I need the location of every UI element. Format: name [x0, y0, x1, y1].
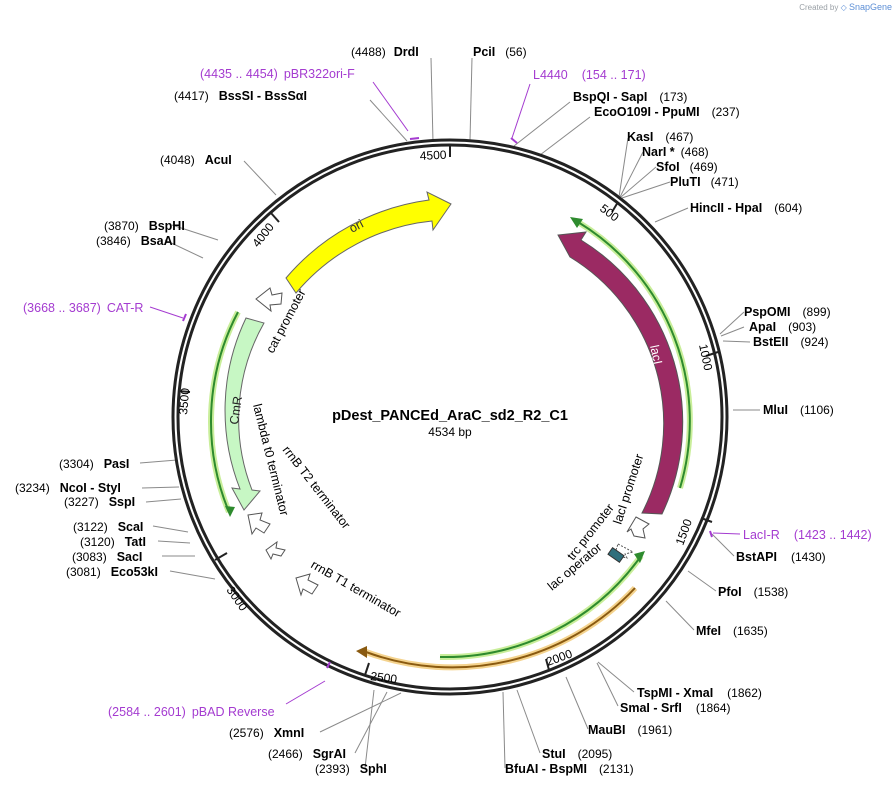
enzyme-site: (3081)Eco53kI: [66, 565, 158, 579]
orf-laci-arrowhead: [570, 217, 583, 228]
enzyme-site: (3234)NcoI - StyI: [15, 481, 121, 495]
enzyme-site: EcoO109I - PpuMI(237): [594, 105, 740, 119]
credit-prefix: Created by: [799, 3, 839, 12]
orf-lower-arrowhead: [634, 551, 645, 563]
credit-watermark: Created by ◇ SnapGene: [799, 2, 892, 12]
enzyme-site: (3122)ScaI: [73, 520, 143, 534]
enzyme-site: PluTI(471): [670, 175, 739, 189]
feature-label-ori: ori: [347, 217, 366, 236]
primer-mark-catr: [182, 313, 187, 322]
leader-lines: [139, 57, 760, 769]
snapgene-logo-icon: ◇: [840, 3, 847, 12]
feature-labels: cat promoter lambda t0 terminator rrnB T…: [250, 287, 646, 620]
primer-site: (3668 .. 3687)CAT-R: [23, 301, 143, 315]
tick-label: 2500: [370, 669, 399, 686]
credit-brand: SnapGene: [848, 2, 892, 12]
feature-laci: lacI: [557, 231, 684, 515]
enzyme-site: BfuAI - BspMI(2131): [505, 762, 634, 776]
orf-laci-line: [577, 221, 691, 489]
feature-label-rrnb-t1: rrnB T1 terminator: [309, 557, 404, 620]
enzyme-site: MluI(1106): [763, 403, 834, 417]
tick-label: 3500: [176, 387, 192, 415]
map-length: 4534 bp: [428, 425, 472, 439]
primer-site: L4440(154 .. 171): [533, 68, 646, 82]
tick-label: 4500: [419, 148, 447, 163]
orf-lower-line: [439, 555, 642, 659]
primer-mark-l4440: [510, 137, 518, 144]
enzyme-site: HincII - HpaI(604): [690, 201, 802, 215]
enzyme-site: BspQI - SapI(173): [573, 90, 687, 104]
enzyme-site: (3083)SacI: [72, 550, 142, 564]
enzyme-site: PspOMI(899): [744, 305, 831, 319]
backbone-outer: [171, 138, 729, 696]
orf-orange-halo: [364, 585, 638, 671]
enzyme-site: (4488)DrdI: [351, 45, 419, 59]
orf-orange-arrowhead: [356, 646, 367, 658]
feature-label-rrnb-t2: rrnB T2 terminator: [280, 443, 353, 531]
enzyme-site: BstEII(924): [753, 335, 828, 349]
enzyme-site: MfeI(1635): [696, 624, 768, 638]
enzyme-site: (3870)BspHI: [104, 219, 185, 233]
orf-cmr-line: [210, 311, 239, 513]
primer-site: LacI-R(1423 .. 1442): [743, 528, 872, 542]
enzyme-site: (3227)SspI: [64, 495, 135, 509]
rrnb-t1-terminator-arrow: [295, 573, 319, 597]
enzyme-site: TspMI - XmaI(1862): [637, 686, 762, 700]
enzyme-site: SmaI - SrfI(1864): [620, 701, 731, 715]
primer-leader-lines: [149, 81, 741, 705]
primer-site: (2584 .. 2601)pBAD Reverse: [108, 705, 275, 719]
enzyme-site: (4048)AcuI: [160, 153, 232, 167]
laci-promoter-arrow: [626, 516, 650, 539]
enzyme-site: (2576)XmnI: [229, 726, 304, 740]
primer-marks: [182, 137, 713, 669]
enzyme-labels: (4488)DrdI PciI(56) BspQI - SapI(173) Ec…: [15, 45, 834, 776]
enzyme-site: StuI(2095): [542, 747, 612, 761]
enzyme-site: NarI *(468): [642, 145, 709, 159]
feature-label-laci: lacI: [647, 344, 665, 366]
rrnb-t2-terminator-arrow: [265, 540, 286, 561]
cat-promoter-arrow: [255, 287, 283, 313]
map-title: pDest_PANCEd_AraC_sd2_R2_C1: [332, 408, 568, 424]
orf-orange-line: [365, 587, 636, 669]
orf-cmr-arrowhead: [225, 506, 235, 517]
feature-label-laci-promoter: lacI promoter: [611, 452, 647, 526]
enzyme-site: ApaI(903): [749, 320, 816, 334]
orf-arcs: [208, 217, 693, 671]
tick-label: 1000: [696, 343, 715, 372]
enzyme-site: BstAPI(1430): [736, 550, 826, 564]
tick-label: 3000: [224, 584, 251, 614]
tick-marks: [177, 145, 719, 676]
feature-label-lambda-t0: lambda t0 terminator: [250, 402, 291, 517]
primer-site: (4435 .. 4454)pBR322ori-F: [200, 67, 355, 81]
enzyme-site: (3304)PasI: [59, 457, 129, 471]
enzyme-site: (4417)BssSI - BssSαI: [174, 89, 307, 103]
lac-operator-box: [607, 547, 625, 563]
enzyme-site: PciI(56): [473, 45, 527, 59]
enzyme-site: KasI(467): [627, 130, 693, 144]
enzyme-site: SfoI(469): [656, 160, 718, 174]
primer-mark-pbr322ori: [409, 137, 420, 140]
feature-ori: ori: [285, 191, 452, 294]
lambda-t0-terminator-arrow: [247, 512, 271, 536]
tick-label: 4000: [249, 220, 277, 250]
primer-mark-pbad: [326, 661, 331, 669]
primer-mark-lacir: [709, 530, 713, 538]
enzyme-site: PfoI(1538): [718, 585, 788, 599]
enzyme-site: (3846)BsaAI: [96, 234, 176, 248]
feature-cmr: CmR: [224, 317, 265, 511]
primer-labels: (4435 .. 4454)pBR322ori-F L4440(154 .. 1…: [23, 67, 872, 719]
feature-label-cmr: CmR: [227, 395, 245, 425]
enzyme-site: (2393)SphI: [315, 762, 387, 776]
enzyme-site: MauBI(1961): [588, 723, 672, 737]
enzyme-site: (2466)SgrAI: [268, 747, 346, 761]
enzyme-site: (3120)TatI: [80, 535, 146, 549]
